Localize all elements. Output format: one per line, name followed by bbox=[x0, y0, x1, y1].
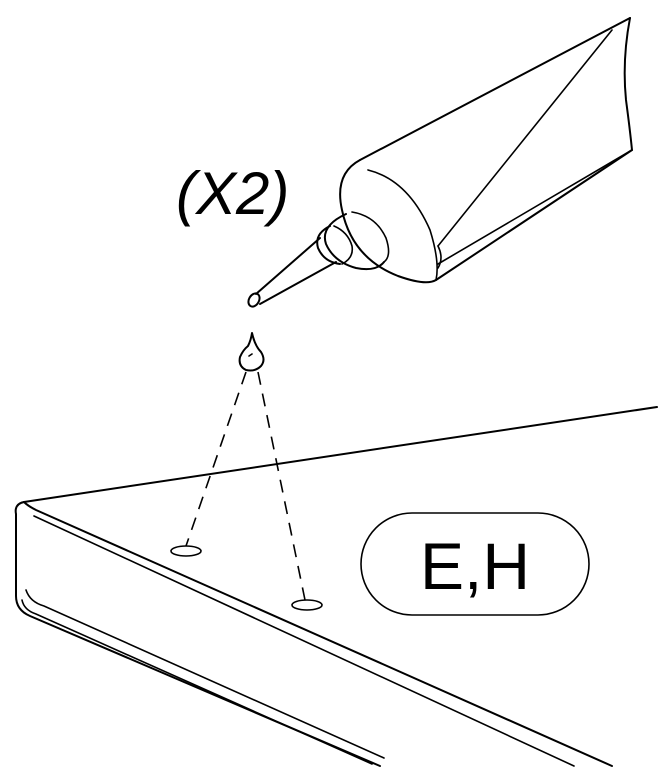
parts-label-badge: E,H bbox=[360, 512, 590, 616]
board-panel bbox=[14, 406, 658, 767]
parts-label-text: E,H bbox=[420, 529, 530, 603]
glue-tube-icon bbox=[247, 17, 633, 308]
glue-guide-lines bbox=[185, 371, 306, 601]
hole-right bbox=[291, 599, 323, 611]
hole-left bbox=[170, 545, 202, 557]
quantity-multiplier-text: (X2) bbox=[176, 160, 289, 227]
dowel-holes bbox=[170, 545, 323, 611]
glue-drop-icon bbox=[238, 332, 265, 372]
